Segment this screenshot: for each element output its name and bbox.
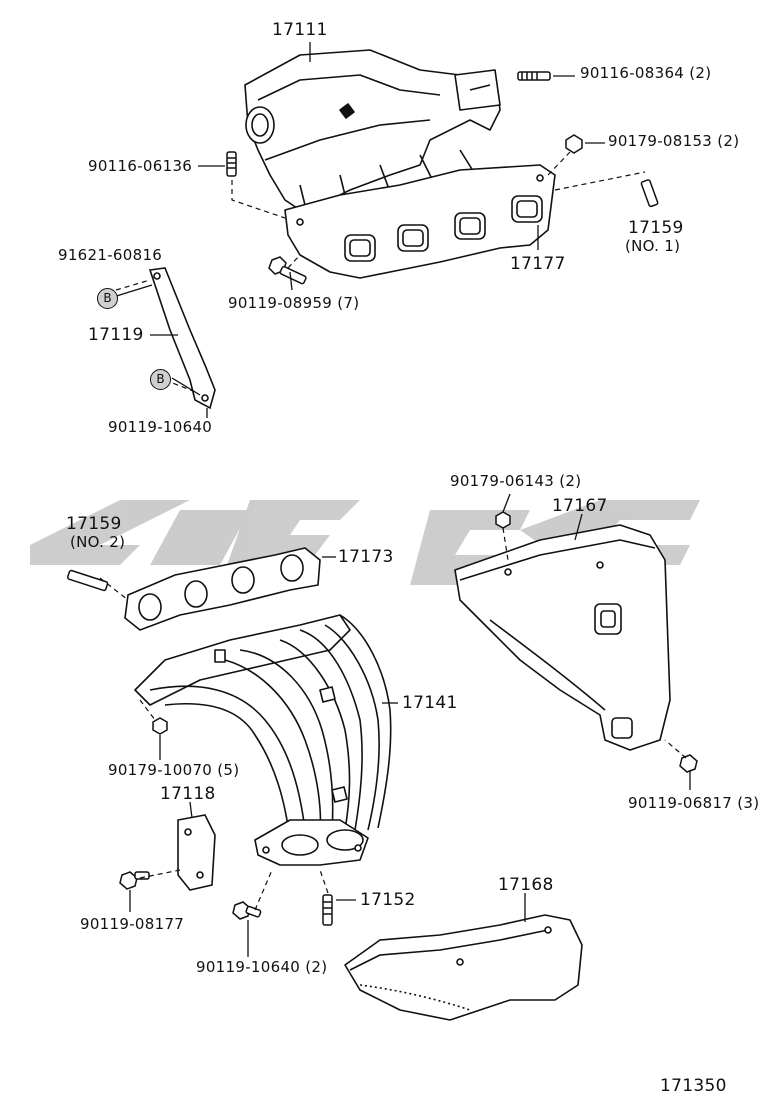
bolt-90119-06817	[679, 754, 698, 773]
label-90119-08959: 90119-08959 (7)	[228, 294, 360, 312]
label-17177: 17177	[510, 254, 566, 274]
label-17152: 17152	[360, 890, 416, 910]
manifold-stay-17119	[148, 267, 216, 410]
bolt-90119-10640-lower	[232, 901, 262, 920]
label-90179-08153: 90179-08153 (2)	[608, 132, 740, 150]
label-90179-06143: 90179-06143 (2)	[450, 472, 582, 490]
figure-number: 171350	[660, 1076, 727, 1096]
bolt-90119-08959	[268, 256, 307, 285]
label-90116-08364: 90116-08364 (2)	[580, 64, 712, 82]
heat-insulator-17167	[454, 524, 671, 751]
leader-lines	[109, 42, 691, 957]
label-90119-06817: 90119-06817 (3)	[628, 794, 760, 812]
label-17168: 17168	[498, 875, 554, 895]
label-17173: 17173	[338, 547, 394, 567]
manifold-stay-17118	[177, 814, 216, 891]
stud-90116-06136	[226, 151, 237, 177]
label-17141: 17141	[402, 693, 458, 713]
stud-17159-no1	[640, 179, 659, 208]
dashed-guides	[99, 151, 687, 911]
label-90119-10640-lower: 90119-10640 (2)	[196, 958, 328, 976]
heat-insulator-17168	[344, 914, 583, 1021]
callout-b-upper: B	[97, 288, 118, 309]
exhaust-manifold-17141	[134, 614, 392, 866]
label-17159-no2-sub: (NO. 2)	[70, 533, 126, 551]
label-17159-no1: 17159	[628, 218, 684, 238]
label-17167: 17167	[552, 496, 608, 516]
exhaust-gasket-17173	[124, 547, 321, 631]
stud-90116-08364	[517, 71, 551, 81]
label-90179-10070: 90179-10070 (5)	[108, 761, 240, 779]
label-17159-no1-sub: (NO. 1)	[625, 237, 681, 255]
label-90119-08177: 90119-08177	[80, 915, 185, 933]
nut-90179-06143	[495, 511, 511, 529]
stud-17152	[322, 894, 333, 926]
nut-90179-10070	[152, 717, 168, 735]
label-17159-no2: 17159	[66, 514, 122, 534]
label-17118: 17118	[160, 784, 216, 804]
label-17111: 17111	[272, 20, 328, 40]
label-17119: 17119	[88, 325, 144, 345]
callout-b-lower: B	[150, 369, 171, 390]
stud-17159-no2	[66, 569, 109, 592]
label-91621-60816: 91621-60816	[58, 246, 163, 264]
bolt-90119-08177	[119, 871, 150, 890]
nut-90179-08153	[565, 134, 583, 154]
label-90116-06136: 90116-06136	[88, 157, 193, 175]
intake-manifold-17111	[244, 49, 556, 279]
label-90119-10640-upper: 90119-10640	[108, 418, 213, 436]
